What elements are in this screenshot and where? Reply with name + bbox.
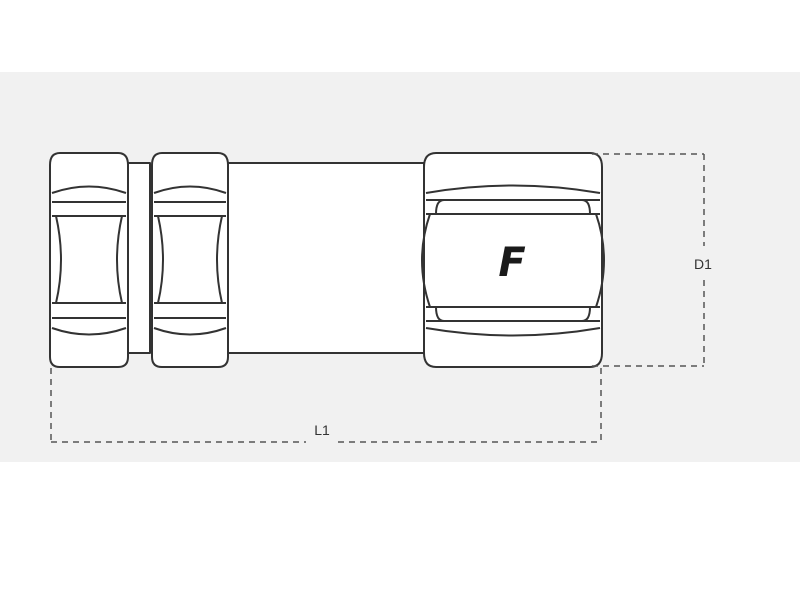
dimension-label-d1: D1 (694, 256, 712, 272)
dimension-d1: D1 (592, 153, 712, 367)
dimension-l1: L1 (50, 368, 602, 443)
body-shaft (227, 162, 425, 354)
coupling-body (227, 162, 425, 354)
hex-nut-right (421, 152, 605, 368)
brand-logo: F (498, 240, 525, 286)
hex-nut-left-outer (49, 152, 129, 368)
hex-nut-left-inner (151, 152, 229, 368)
spacer-ring (127, 162, 151, 354)
dimension-label-l1: L1 (314, 422, 330, 438)
